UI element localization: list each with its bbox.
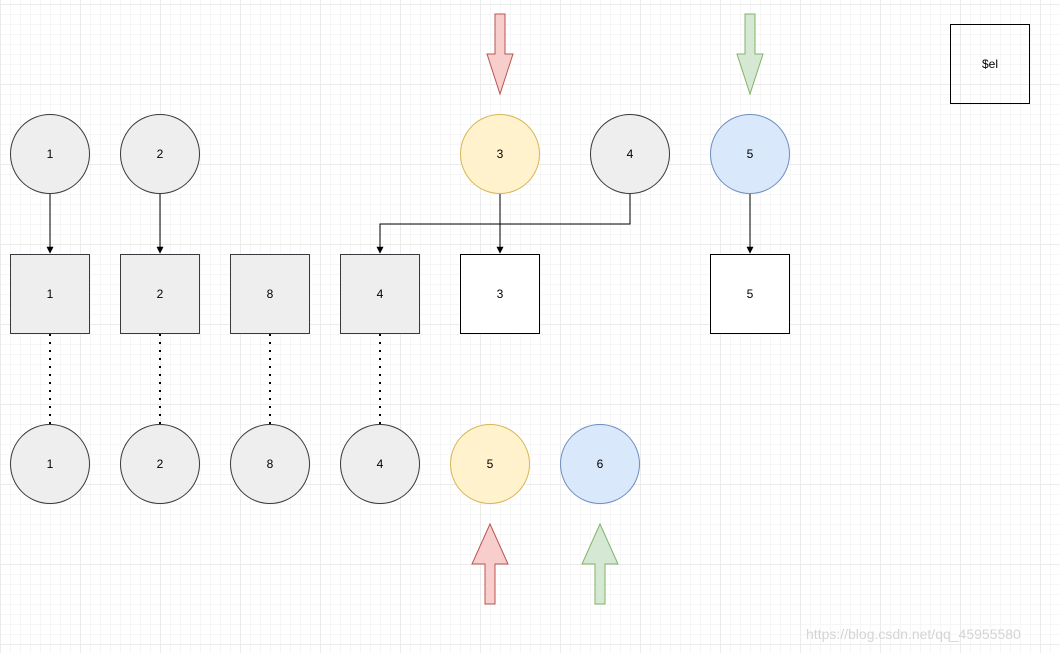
new-vnode-circle[interactable]: 2 xyxy=(120,424,200,504)
node-label: 3 xyxy=(496,287,504,301)
node-label: 5 xyxy=(746,287,754,301)
node-label: 1 xyxy=(46,147,54,161)
old-vnode-circle[interactable]: 2 xyxy=(120,114,200,194)
old-vnode-circle[interactable]: 1 xyxy=(10,114,90,194)
edge-4-to-4 xyxy=(376,194,631,254)
new-vnode-circle[interactable]: 6 xyxy=(560,424,640,504)
node-label: 8 xyxy=(266,457,274,471)
new-vnode-circle[interactable]: 5 xyxy=(450,424,530,504)
node-label: 8 xyxy=(266,287,274,301)
node-label: 2 xyxy=(156,457,164,471)
green-up-arrow-icon xyxy=(581,522,619,605)
dom-element-square[interactable]: 2 xyxy=(120,254,200,334)
node-label: 4 xyxy=(626,147,634,161)
dom-element-square[interactable]: 8 xyxy=(230,254,310,334)
new-vnode-circle[interactable]: 4 xyxy=(340,424,420,504)
node-label: 4 xyxy=(376,457,384,471)
node-label: 1 xyxy=(46,287,54,301)
el-box-label: $el xyxy=(981,57,998,71)
node-label: 2 xyxy=(156,147,164,161)
old-vnode-circle[interactable]: 5 xyxy=(710,114,790,194)
node-label: 1 xyxy=(46,457,54,471)
new-vnode-circle[interactable]: 8 xyxy=(230,424,310,504)
node-label: 2 xyxy=(156,287,164,301)
el-box[interactable]: $el xyxy=(950,24,1030,104)
node-label: 5 xyxy=(486,457,494,471)
old-vnode-circle[interactable]: 3 xyxy=(460,114,540,194)
dom-element-square[interactable]: 5 xyxy=(710,254,790,334)
watermark: https://blog.csdn.net/qq_45955580 xyxy=(806,626,1021,642)
red-down-arrow-icon xyxy=(486,13,514,96)
old-vnode-circle[interactable]: 4 xyxy=(590,114,670,194)
dom-element-square[interactable]: 1 xyxy=(10,254,90,334)
dom-element-square[interactable]: 3 xyxy=(460,254,540,334)
node-label: 4 xyxy=(376,287,384,301)
node-label: 6 xyxy=(596,457,604,471)
node-label: 3 xyxy=(496,147,504,161)
node-label: 5 xyxy=(746,147,754,161)
new-vnode-circle[interactable]: 1 xyxy=(10,424,90,504)
dom-element-square[interactable]: 4 xyxy=(340,254,420,334)
green-down-arrow-icon xyxy=(736,13,764,96)
red-up-arrow-icon xyxy=(471,522,509,605)
